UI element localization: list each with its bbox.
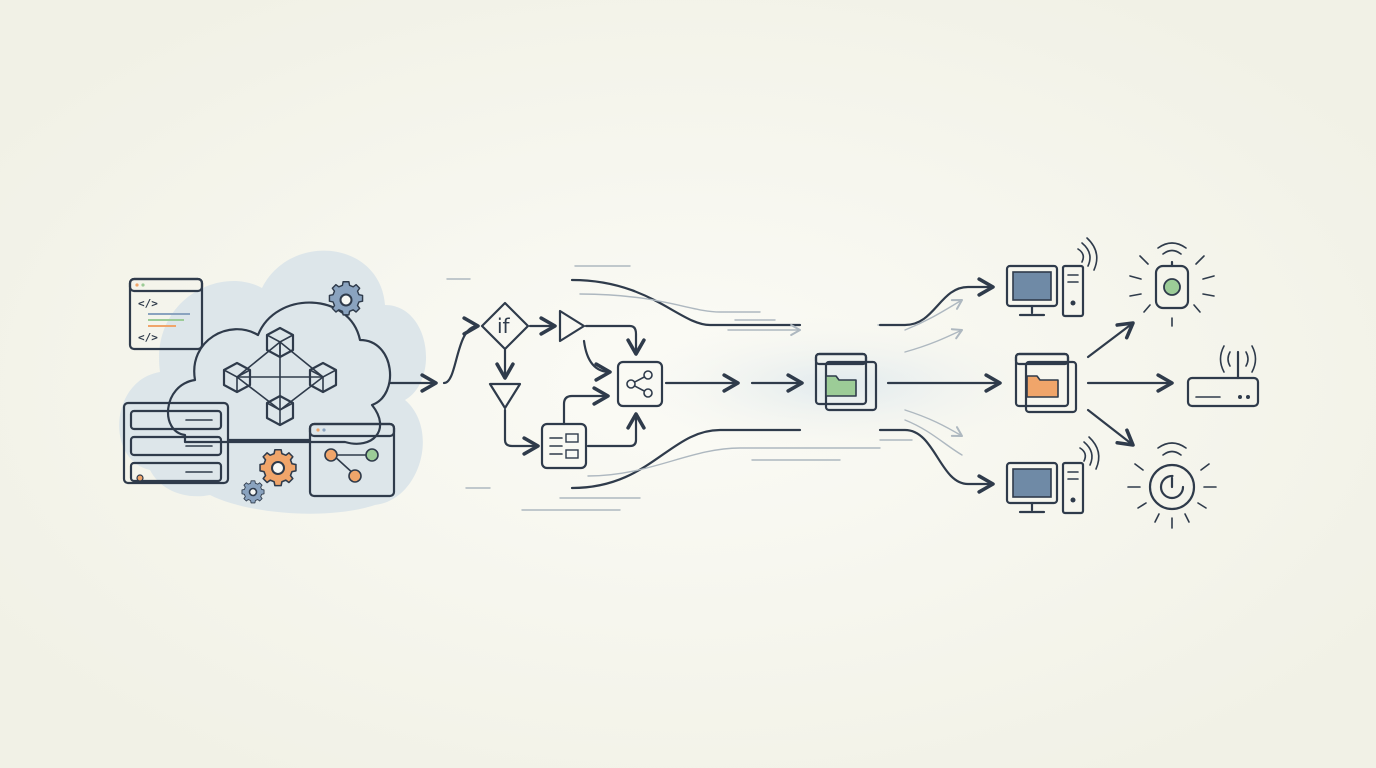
wifi-signal-icon — [1157, 442, 1187, 456]
arrow-to-smart-device — [1086, 321, 1135, 359]
folder-window-icon — [814, 352, 878, 412]
smart-device-icon — [1129, 255, 1215, 327]
funnel-line-top — [570, 278, 802, 327]
code-window-icon: </> </> — [128, 277, 204, 351]
cloud-backdrop — [119, 250, 427, 514]
triangle-node-icon — [488, 382, 522, 410]
gear-icon — [328, 281, 364, 316]
arrow-to-smart-dial — [1086, 408, 1135, 447]
router-icon — [1186, 350, 1260, 408]
arrow-list-up — [586, 412, 646, 448]
server-rack-icon — [122, 401, 230, 485]
arrow-to-bottom-computer — [878, 428, 995, 494]
arrow-to-decision — [442, 316, 480, 385]
code-tag-top: </> — [138, 297, 158, 310]
desktop-computer-icon — [1005, 264, 1085, 318]
wifi-signal-icon — [1079, 436, 1100, 470]
code-tag-bottom: </> — [138, 331, 158, 344]
workflow-window-icon — [308, 422, 396, 498]
folder-window-icon — [1014, 352, 1078, 414]
arrow-list-to-share — [562, 386, 610, 426]
triangle-node-icon — [558, 309, 586, 343]
desktop-computer-icon — [1005, 461, 1085, 515]
arrow-to-top-computer — [878, 277, 995, 327]
share-node-icon — [616, 360, 664, 408]
arrow-to-list — [503, 408, 540, 456]
funnel-line-bottom — [570, 428, 802, 490]
cloud-cluster — [119, 250, 427, 514]
wifi-signal-icon — [1077, 237, 1098, 271]
arrow-triangle-to-share — [584, 324, 646, 356]
gear-icon — [259, 448, 297, 487]
arrow-triangle-branch — [582, 339, 612, 382]
gear-icon — [241, 480, 265, 504]
cloud-icon — [166, 301, 392, 445]
motion-streaks — [446, 265, 964, 511]
wifi-signal-icon — [1157, 242, 1187, 255]
decision-label: if — [497, 314, 511, 338]
cube-network-icon — [222, 326, 338, 427]
smart-dial-icon — [1127, 463, 1217, 529]
wifi-signal-icon — [1219, 345, 1257, 373]
